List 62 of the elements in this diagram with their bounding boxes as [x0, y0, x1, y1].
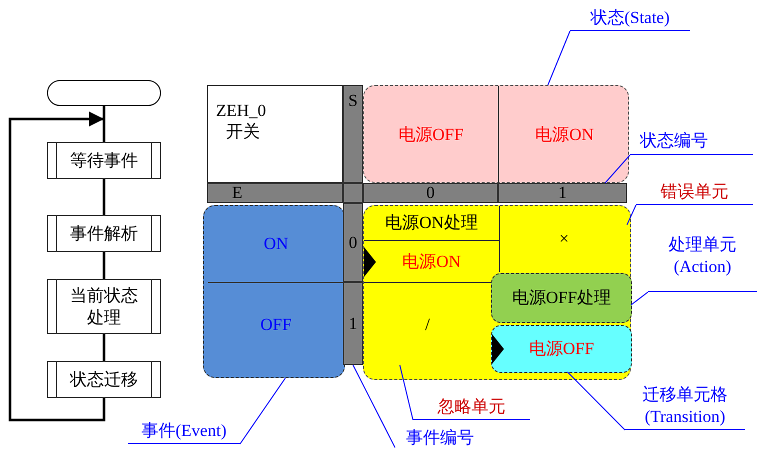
callout-label: [570, 6, 690, 31]
transition-cell: [491, 325, 632, 373]
step-label: 当前状态处理: [69, 285, 139, 328]
state-number: 0: [426, 182, 435, 204]
state-name: 电源ON: [535, 124, 594, 146]
state-number: 1: [558, 182, 567, 204]
table-title-cell: [207, 85, 343, 183]
header-cell: [207, 183, 343, 203]
event-number: 0: [348, 232, 358, 254]
error-mark: ×: [559, 228, 569, 250]
ignore-mark: /: [425, 314, 430, 336]
table-title: 开关: [225, 121, 260, 142]
table-title: ZEH_0: [216, 100, 266, 122]
header-cell: [343, 85, 363, 183]
callout-label: [413, 395, 530, 420]
transition-name: 电源ON: [402, 250, 461, 272]
event-number-cell: [343, 203, 363, 282]
leader-line: [626, 204, 636, 226]
event-group: [203, 205, 345, 378]
state-number-cell: [363, 183, 498, 203]
leader-line: [604, 154, 630, 184]
callout-text: 状态(State): [590, 7, 670, 29]
header-letter: E: [232, 182, 242, 204]
loop-arrow: [8, 112, 106, 422]
callout-text: 错误单元: [660, 181, 728, 203]
flow-line: [102, 106, 106, 142]
callout-text: 事件(Event): [142, 420, 226, 442]
transition-name: 电源OFF: [528, 338, 594, 360]
state-name: 电源OFF: [398, 124, 464, 146]
process-box: [47, 142, 161, 179]
step-label: 等待事件: [70, 150, 138, 172]
leader-line: [547, 30, 570, 86]
event-number: 1: [348, 312, 358, 334]
leader-line: [567, 372, 626, 430]
cell-region: [363, 205, 631, 380]
action-name: 电源OFF处理: [512, 287, 612, 309]
callout-text: 忽略单元: [438, 396, 506, 418]
step-label: 事件解析: [70, 222, 138, 244]
process-box: [47, 215, 161, 252]
step-label: 状态迁移: [70, 368, 138, 390]
callout-text: 处理单元(Action): [668, 234, 738, 277]
action-name: 电源ON处理: [385, 212, 478, 234]
callout-text: 迁移单元格(Transition): [642, 384, 728, 427]
callout-text: 事件编号: [406, 426, 474, 448]
flow-line: [102, 252, 106, 279]
leader-line: [630, 292, 648, 306]
leader-line: [352, 364, 396, 448]
event-name: OFF: [260, 314, 292, 336]
process-box: [47, 361, 161, 398]
state-number-cell: [498, 183, 627, 203]
event-name: ON: [264, 233, 288, 255]
terminator-shape: [47, 80, 161, 106]
event-number-cell: [343, 282, 363, 365]
flow-line: [102, 334, 106, 361]
process-box: [47, 279, 161, 334]
callout-label: [636, 180, 753, 205]
state-group: [363, 85, 629, 183]
flow-line: [102, 179, 106, 215]
header-letter: S: [348, 90, 358, 112]
leader-line: [240, 378, 286, 444]
action-cell: [491, 273, 632, 323]
callout-text: 状态编号: [640, 130, 708, 152]
